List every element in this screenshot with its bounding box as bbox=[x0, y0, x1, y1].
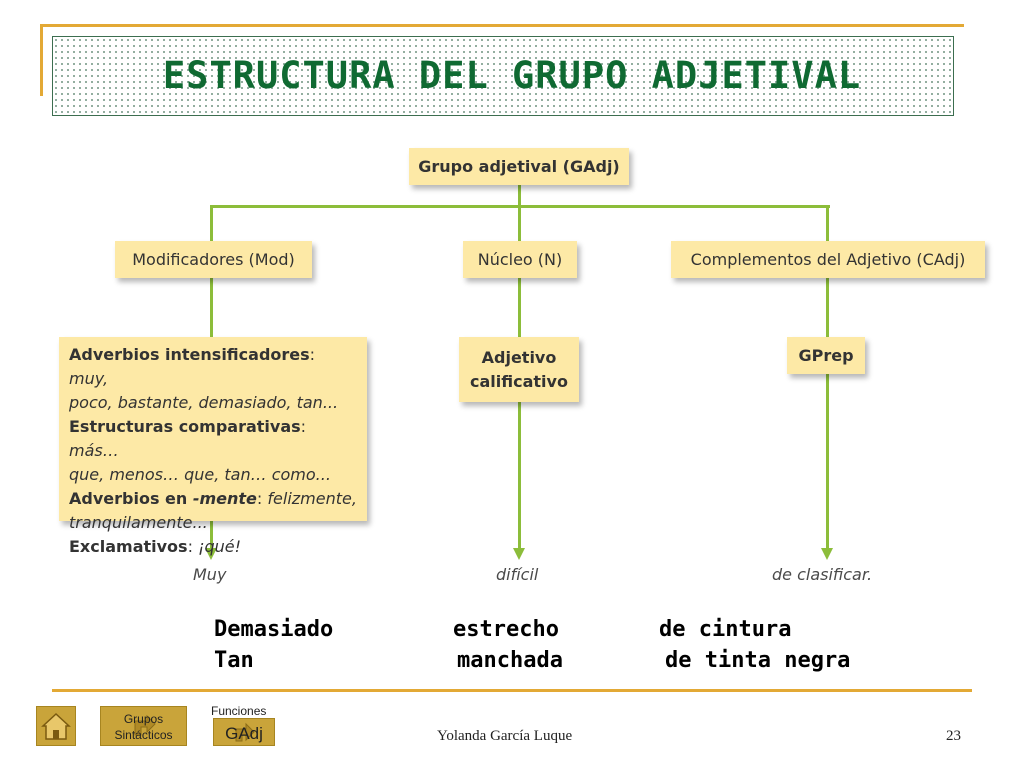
footer-line bbox=[52, 689, 972, 692]
funciones-label[interactable]: Funciones bbox=[211, 704, 267, 718]
nucleo-label: Núcleo (N) bbox=[477, 250, 563, 269]
nucleo-example: difícil bbox=[496, 565, 539, 584]
return-arrow-icon bbox=[235, 722, 255, 742]
top-frame-line bbox=[40, 24, 964, 27]
home-icon bbox=[41, 712, 71, 740]
cadj-example: de clasificar. bbox=[772, 565, 873, 584]
mod-arrow-line bbox=[210, 520, 213, 550]
cadj-arrow-line bbox=[826, 374, 829, 550]
mod-label: Modificadores (Mod) bbox=[132, 250, 295, 269]
cadj-detail-node: GPrep bbox=[787, 337, 865, 374]
cadj-arrowhead bbox=[821, 548, 833, 560]
nucleo-detail-line-1: Adjetivo bbox=[481, 347, 557, 367]
root-node: Grupo adjetival (GAdj) bbox=[409, 148, 629, 185]
root-label: Grupo adjetival (GAdj) bbox=[418, 157, 620, 176]
sentence-1-mod: Demasiado bbox=[214, 617, 334, 642]
sentence-2-mod: Tan bbox=[214, 648, 254, 673]
mod-detail-line-5: Adverbios en -mente: felizmente, bbox=[69, 489, 357, 508]
nucleo-arrow-line bbox=[518, 402, 521, 550]
home-button[interactable] bbox=[36, 706, 76, 746]
grupos-label-line-2: Sintácticos bbox=[114, 728, 173, 742]
mod-node: Modificadores (Mod) bbox=[115, 241, 312, 278]
root-stem bbox=[518, 185, 521, 207]
nucleo-node: Núcleo (N) bbox=[463, 241, 577, 278]
page-number: 23 bbox=[946, 728, 961, 744]
mod-detail-node: Adverbios intensificadores: muy, poco, b… bbox=[59, 337, 367, 556]
mod-detail-line-6: tranquilamente... bbox=[69, 513, 208, 532]
sentence-1-nucleo: estrecho bbox=[453, 617, 559, 642]
mod-detail-line-3: Estructuras comparativas: más… bbox=[69, 417, 307, 460]
left-frame-line bbox=[40, 24, 43, 96]
mod-drop bbox=[210, 205, 213, 243]
mod-detail-line-4: que, menos… que, tan… como... bbox=[69, 465, 331, 484]
cadj-node: Complementos del Adjetivo (CAdj) bbox=[671, 241, 985, 278]
mod-detail-line-7: Exclamativos: ¡qué! bbox=[69, 537, 242, 556]
slide-title: ESTRUCTURA DEL GRUPO ADJETIVAL bbox=[162, 54, 862, 97]
cadj-detail-label: GPrep bbox=[798, 346, 854, 365]
mod-example: Muy bbox=[193, 565, 227, 584]
grupos-sintacticos-button[interactable]: Grupos Sintácticos bbox=[100, 706, 187, 746]
author-name: Yolanda García Luque bbox=[437, 728, 573, 744]
cadj-connector bbox=[826, 278, 829, 338]
gadj-label: GAdj bbox=[225, 724, 263, 743]
mod-connector bbox=[210, 278, 213, 338]
sentence-2-cadj: de tinta negra bbox=[665, 648, 851, 673]
nucleo-arrowhead bbox=[513, 548, 525, 560]
nucleo-detail-line-2: calificativo bbox=[470, 371, 568, 391]
grupos-label-line-1: Grupos bbox=[123, 712, 164, 726]
mod-detail-line-1: Adverbios intensificadores: muy, bbox=[69, 345, 316, 388]
cadj-drop bbox=[826, 205, 829, 243]
title-box bbox=[52, 36, 954, 116]
gadj-button[interactable]: GAdj bbox=[213, 718, 275, 746]
mod-arrowhead bbox=[205, 548, 217, 560]
mod-detail-line-2: poco, bastante, demasiado, tan... bbox=[69, 393, 339, 412]
nucleo-detail-node: Adjetivo calificativo bbox=[459, 337, 579, 402]
nucleo-connector bbox=[518, 278, 521, 338]
return-arrow-icon bbox=[134, 714, 156, 736]
sentence-2-nucleo: manchada bbox=[457, 648, 563, 673]
sentence-1-cadj: de cintura bbox=[659, 617, 792, 642]
nucleo-drop bbox=[518, 205, 521, 243]
cadj-label: Complementos del Adjetivo (CAdj) bbox=[690, 250, 966, 269]
